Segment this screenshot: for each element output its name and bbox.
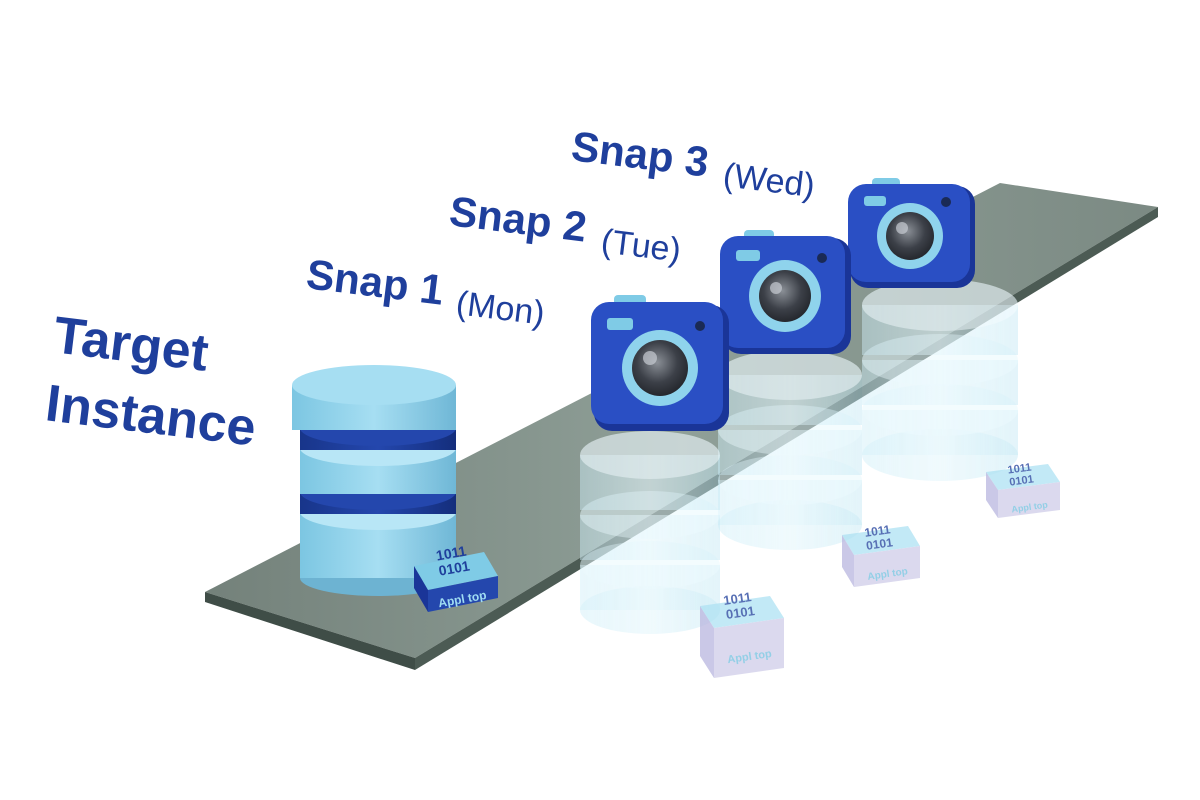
target-instance-label: Target Instance [43, 306, 259, 457]
snap-1-label: Snap 1 (Mon) [304, 250, 547, 332]
snap-2-name: Snap 2 [447, 187, 589, 250]
snap-2-label: Snap 2 (Tue) [447, 187, 683, 269]
snap-3-name: Snap 3 [569, 122, 711, 185]
snap-2-day: (Tue) [599, 222, 683, 269]
target-database-icon [292, 365, 456, 596]
camera-icon-snap-2 [720, 230, 851, 354]
ghost-database-snap-3 [862, 279, 1018, 481]
camera-icon-snap-1 [591, 295, 729, 431]
target-label-line2: Instance [43, 374, 259, 457]
target-label-line1: Target [51, 306, 212, 382]
snap-3-day: (Wed) [721, 156, 817, 205]
snap-3-label: Snap 3 (Wed) [569, 122, 817, 205]
ghost-database-snap-2 [718, 350, 862, 550]
snap-1-name: Snap 1 [304, 250, 446, 313]
ghost-database-snap-1 [580, 431, 720, 634]
snap-1-day: (Mon) [454, 284, 547, 333]
camera-icon-snap-3 [848, 178, 975, 288]
